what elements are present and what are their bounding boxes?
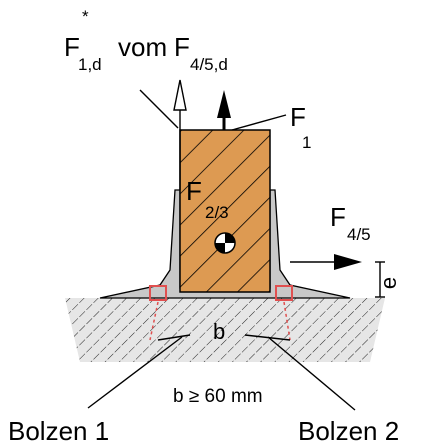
label-f23: F 2/3 bbox=[186, 176, 229, 222]
timber-post bbox=[179, 129, 271, 293]
label-e: e bbox=[376, 277, 401, 289]
center-of-gravity-icon bbox=[214, 232, 236, 254]
force-f1d-arrow bbox=[139, 79, 187, 190]
pointer-bolzen-2 bbox=[267, 336, 356, 411]
concrete-base bbox=[65, 298, 385, 362]
force-f1-arrow bbox=[217, 90, 287, 131]
force-f45-arrow bbox=[290, 254, 362, 270]
svg-text:*: * bbox=[82, 7, 89, 26]
svg-text:1: 1 bbox=[302, 133, 311, 152]
label-b-min: b ≥ 60 mm bbox=[173, 386, 263, 407]
svg-text:F: F bbox=[290, 102, 306, 132]
bolt-marker-right bbox=[275, 285, 293, 341]
svg-text:1,d: 1,d bbox=[78, 55, 102, 74]
svg-text:4/5,d: 4/5,d bbox=[190, 55, 228, 74]
label-f1d: F * 1,d vom F 4/5,d bbox=[64, 7, 228, 74]
label-f45: F 4/5 bbox=[330, 202, 371, 244]
pointer-bolzen-1 bbox=[87, 336, 183, 409]
svg-text:vom: vom bbox=[118, 32, 167, 62]
svg-text:4/5: 4/5 bbox=[347, 225, 371, 244]
svg-text:F: F bbox=[186, 176, 202, 206]
bolt-marker-left bbox=[149, 285, 167, 341]
dimension-e bbox=[375, 261, 385, 298]
svg-text:F: F bbox=[174, 32, 190, 62]
label-b: b bbox=[213, 319, 225, 344]
label-bolzen-2: Bolzen 2 bbox=[298, 416, 399, 446]
svg-text:F: F bbox=[330, 202, 346, 232]
dimension-b bbox=[157, 334, 291, 341]
label-bolzen-1: Bolzen 1 bbox=[8, 416, 109, 446]
label-f1: F 1 bbox=[290, 102, 311, 152]
svg-text:2/3: 2/3 bbox=[205, 203, 229, 222]
svg-text:F: F bbox=[64, 32, 80, 62]
